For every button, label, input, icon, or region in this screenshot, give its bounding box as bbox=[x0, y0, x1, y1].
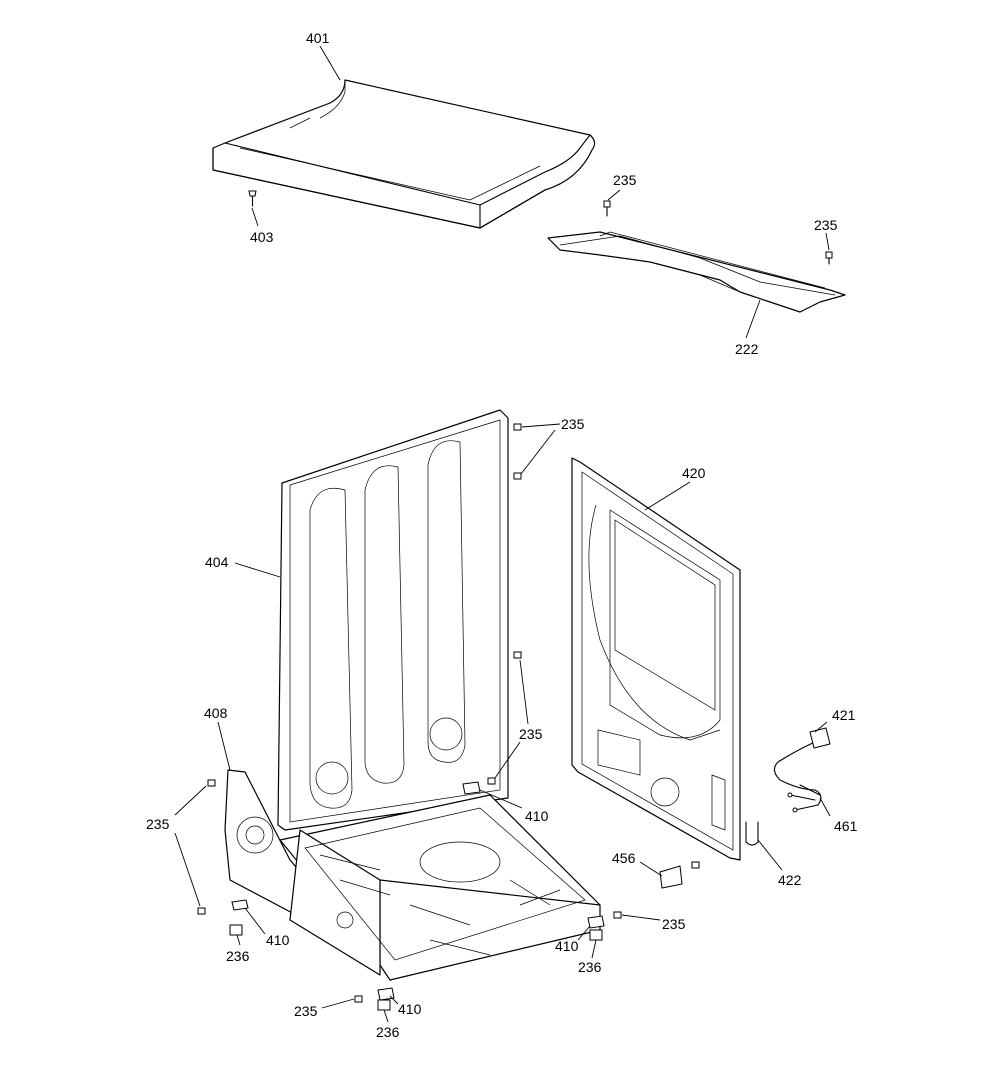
callout-401: 401 bbox=[306, 30, 330, 46]
leader-lines bbox=[174, 45, 831, 1023]
screw-235-base-d[interactable] bbox=[613, 911, 622, 919]
callout-235-g: 235 bbox=[294, 1003, 318, 1019]
callout-410-a: 410 bbox=[525, 808, 549, 824]
leg-clip-456[interactable] bbox=[659, 865, 683, 889]
callout-235-f: 235 bbox=[662, 916, 686, 932]
base-frame[interactable] bbox=[279, 794, 601, 981]
top-support-222[interactable] bbox=[547, 231, 846, 313]
front-panel-420[interactable] bbox=[571, 457, 741, 861]
screw-235-back-d[interactable] bbox=[487, 777, 496, 785]
screw-403[interactable] bbox=[248, 190, 257, 207]
callout-420: 420 bbox=[682, 465, 706, 481]
screw-235-base-c[interactable] bbox=[691, 861, 700, 869]
wire-harness-461[interactable] bbox=[787, 784, 821, 813]
leveling-leg-236-a[interactable] bbox=[229, 924, 243, 936]
callout-222: 222 bbox=[735, 341, 759, 357]
callout-236-c: 236 bbox=[376, 1024, 400, 1040]
callout-422: 422 bbox=[778, 872, 802, 888]
screw-235-back-a[interactable] bbox=[513, 423, 522, 431]
callout-235-a: 235 bbox=[613, 172, 637, 188]
leg-clip-410-d[interactable] bbox=[377, 987, 395, 1001]
screw-235-base-a[interactable] bbox=[207, 779, 216, 787]
screw-235-top-b[interactable] bbox=[825, 251, 833, 265]
callout-410-d: 410 bbox=[398, 1001, 422, 1017]
callout-408: 408 bbox=[204, 705, 228, 721]
bracket-422[interactable] bbox=[745, 821, 759, 846]
callout-403: 403 bbox=[250, 229, 274, 245]
callout-410-c: 410 bbox=[555, 938, 579, 954]
callout-labels: 401 403 235 235 222 235 420 404 408 235 … bbox=[146, 30, 858, 1040]
callout-235-c: 235 bbox=[561, 416, 585, 432]
screw-235-base-e[interactable] bbox=[354, 995, 363, 1003]
screw-235-base-b[interactable] bbox=[197, 907, 206, 915]
leg-clip-410-a[interactable] bbox=[231, 899, 249, 911]
screw-235-top-a[interactable] bbox=[603, 200, 611, 217]
callout-456: 456 bbox=[612, 850, 636, 866]
screw-235-back-c[interactable] bbox=[513, 651, 522, 659]
screw-235-back-b[interactable] bbox=[513, 472, 522, 480]
callout-235-b: 235 bbox=[814, 217, 838, 233]
callout-410-b: 410 bbox=[266, 932, 290, 948]
leveling-leg-236-b[interactable] bbox=[589, 929, 603, 941]
back-panel-404[interactable] bbox=[277, 409, 509, 831]
callout-235-e: 235 bbox=[146, 816, 170, 832]
callout-461: 461 bbox=[834, 818, 858, 834]
callout-236-b: 236 bbox=[578, 959, 602, 975]
callout-235-d: 235 bbox=[519, 726, 543, 742]
leg-clip-410-b[interactable] bbox=[462, 781, 481, 795]
leg-clip-410-c[interactable] bbox=[587, 915, 605, 929]
callout-421: 421 bbox=[832, 707, 856, 723]
callout-236-a: 236 bbox=[226, 948, 250, 964]
power-cord-421[interactable] bbox=[773, 727, 831, 806]
callout-404: 404 bbox=[205, 554, 229, 570]
leveling-leg-236-c[interactable] bbox=[377, 999, 391, 1011]
top-panel-401[interactable] bbox=[212, 79, 596, 229]
